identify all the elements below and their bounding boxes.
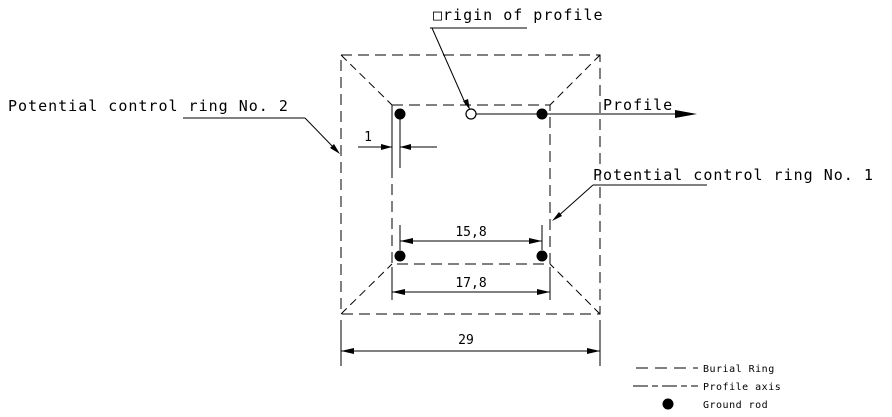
potential-control-ring-2-label: Potential control ring No. 2 (8, 97, 289, 115)
ground-rod-top-left (394, 108, 406, 120)
diagonal-bottom-left (340, 263, 393, 315)
ring-2-callout-leader (304, 117, 337, 151)
dim-arrowhead-icon (400, 144, 411, 150)
dimension-value-inner-ring-width: 17,8 (455, 276, 486, 291)
dim-arrowhead-icon (392, 289, 405, 295)
ring-2-leader-arrowhead-icon (330, 144, 340, 154)
ring-1-callout-leader (555, 184, 594, 219)
profile-arrowhead-icon (675, 110, 697, 118)
origin-of-profile-point (465, 108, 477, 120)
dim-arrowhead-icon (529, 238, 542, 244)
diagonal-top-right (549, 54, 601, 106)
origin-callout-leader (431, 27, 467, 106)
dimension-rod-spacing: 15,8 (399, 225, 543, 250)
dim-arrowhead-icon (381, 144, 392, 150)
ring-1-leader-arrowhead-icon (552, 212, 562, 221)
dimension-rod-inset: 1 (358, 108, 437, 168)
dimension-inner-ring-width: 17,8 (391, 267, 551, 300)
diagonal-top-left (340, 54, 393, 106)
ground-rod-bottom-right (536, 250, 548, 262)
dimension-value-rod-spacing: 15,8 (455, 225, 486, 240)
origin-of-profile-label: □rigin of profile (433, 6, 604, 24)
ground-rod-dot-icon (662, 398, 674, 410)
legend-label-profile-axis: Profile axis (703, 382, 781, 393)
legend-label-burial-ring: Burial Ring (703, 364, 775, 375)
dim-arrowhead-icon (400, 238, 413, 244)
burial-ring-outer-square (340, 54, 601, 315)
dimension-value-outer-ring-width: 29 (458, 333, 474, 348)
dim-arrowhead-icon (537, 289, 550, 295)
potential-control-ring-1-label: Potential control ring No. 1 (593, 166, 874, 184)
diagonal-bottom-right (549, 263, 601, 315)
legend-label-ground-rod: Ground rod (703, 400, 768, 411)
dimension-outer-ring-width: 29 (340, 320, 601, 366)
profile-label: Profile (603, 96, 673, 114)
potential-control-ring-1-square (391, 104, 551, 265)
dimension-value-rod-inset: 1 (364, 130, 372, 145)
dim-arrowhead-icon (341, 348, 354, 354)
dim-arrowhead-icon (587, 348, 600, 354)
ground-rod-bottom-left (394, 250, 406, 262)
origin-leader-arrowhead-icon (463, 99, 470, 110)
legend: Burial Ring Profile axis Ground rod (633, 364, 781, 411)
